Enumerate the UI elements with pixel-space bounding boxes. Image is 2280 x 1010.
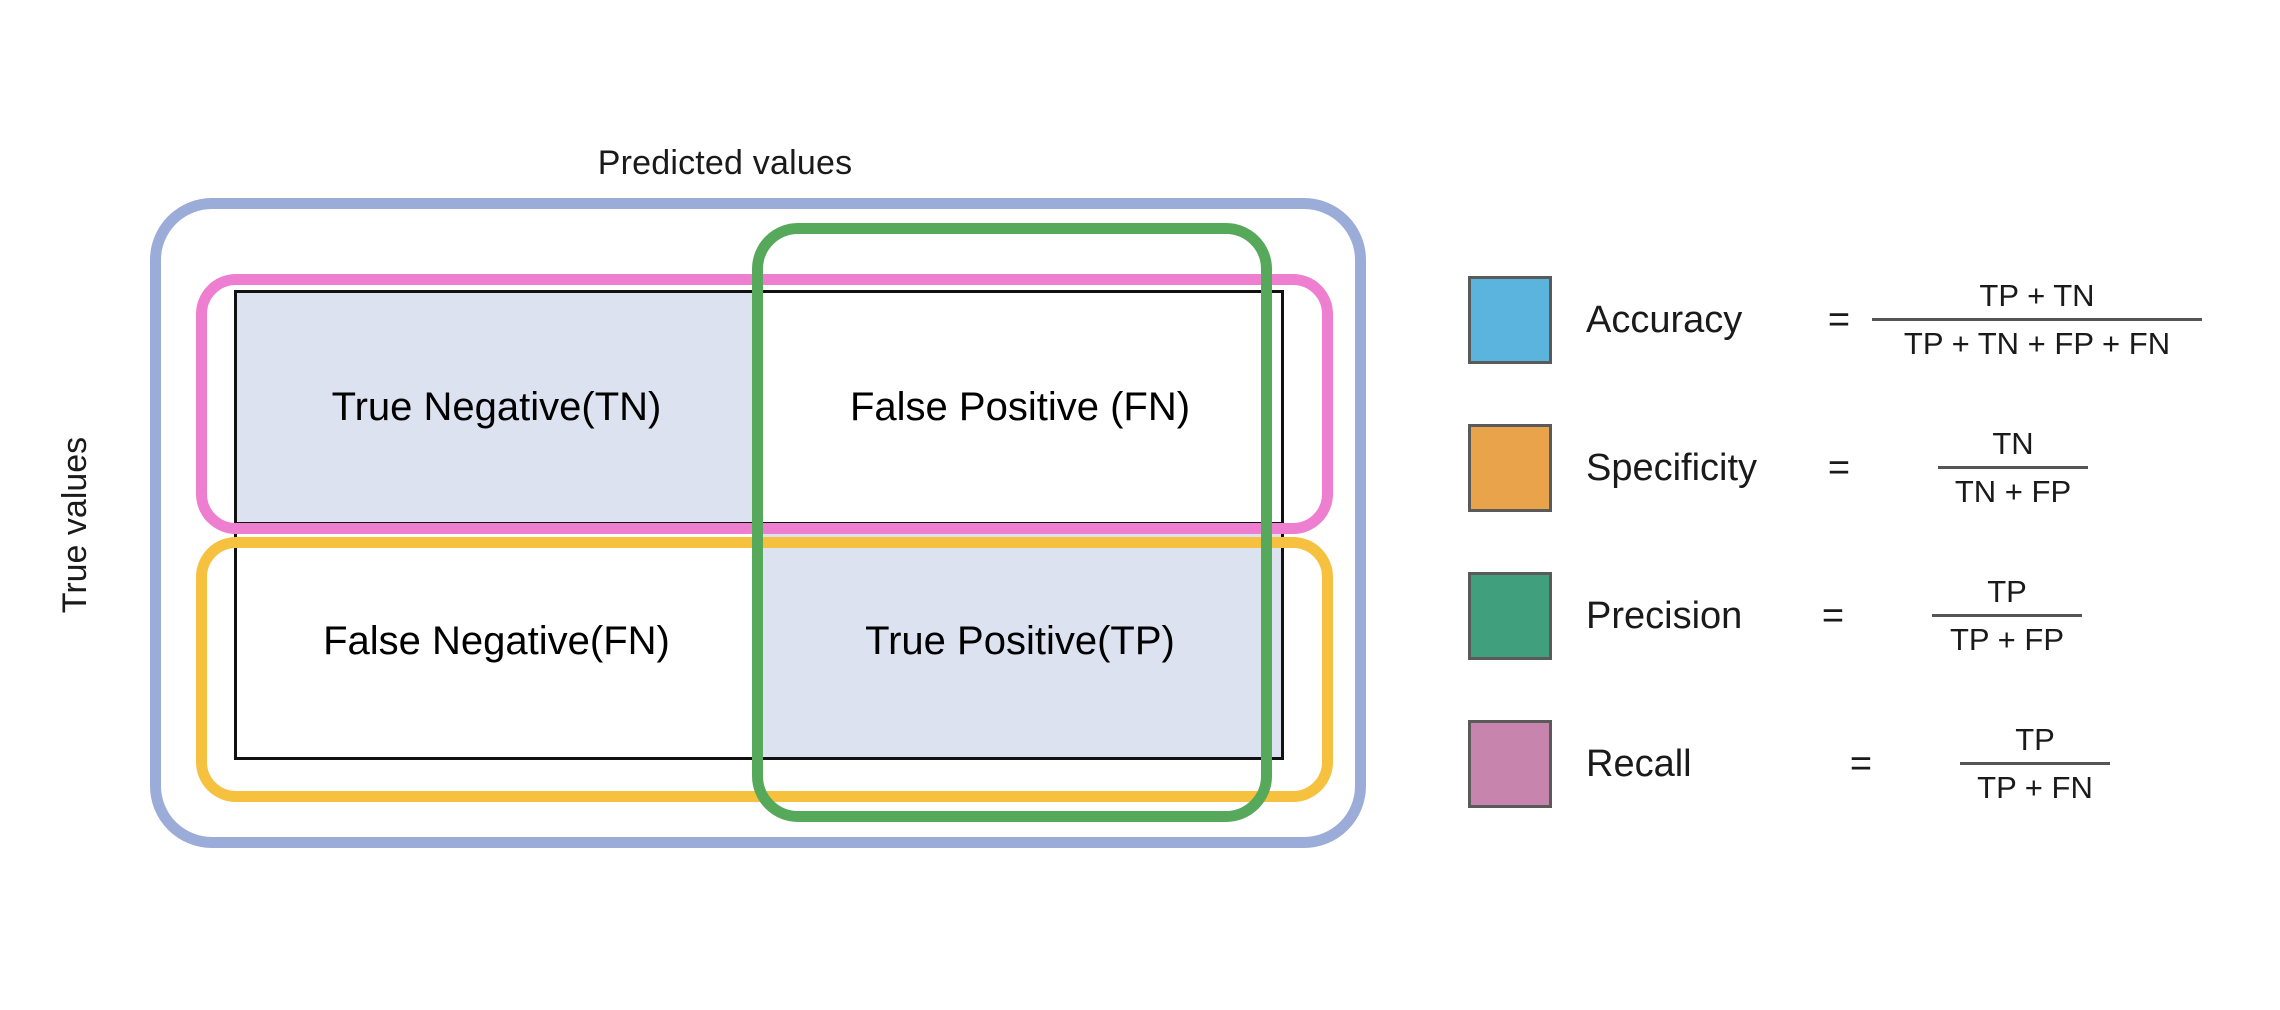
matrix-cell-true-negative: True Negative(TN) bbox=[237, 293, 759, 525]
fraction-bar bbox=[1932, 614, 2082, 617]
equals-sign: = bbox=[1827, 298, 1851, 341]
legend-item-precision: Precision = TP TP + FP bbox=[1468, 542, 2258, 690]
formula-numerator: TP bbox=[2015, 722, 2055, 757]
formula-numerator: TP + TN bbox=[1979, 278, 2095, 313]
legend-item-recall: Recall = TP TP + FN bbox=[1468, 690, 2258, 838]
equals-sign: = bbox=[1821, 594, 1845, 637]
confusion-matrix-table: True Negative(TN) False Positive (FN) Fa… bbox=[234, 290, 1284, 760]
equals-sign: = bbox=[1827, 446, 1851, 489]
matrix-cell-false-negative: False Negative(FN) bbox=[237, 525, 759, 757]
precision-formula: TP TP + FP bbox=[1932, 572, 2082, 660]
matrix-cell-label: True Positive(TP) bbox=[865, 618, 1175, 663]
matrix-cell-label: True Negative(TN) bbox=[331, 385, 662, 429]
precision-color-swatch bbox=[1468, 572, 1552, 660]
fraction-bar bbox=[1872, 318, 2202, 321]
matrix-cell-true-positive: True Positive(TP) bbox=[759, 525, 1281, 757]
precision-label: Precision bbox=[1586, 594, 1743, 637]
recall-color-swatch bbox=[1468, 720, 1552, 808]
formula-denominator: TP + TN + FP + FN bbox=[1903, 326, 2171, 361]
specificity-label: Specificity bbox=[1586, 446, 1758, 489]
predicted-values-axis-label: Predicted values bbox=[597, 144, 853, 182]
fraction-bar bbox=[1938, 466, 2088, 469]
true-values-axis-label: True values bbox=[56, 436, 94, 614]
specificity-color-swatch bbox=[1468, 424, 1552, 512]
formula-denominator: TN + FP bbox=[1954, 474, 2072, 509]
matrix-cell-label: False Positive (FN) bbox=[849, 385, 1191, 429]
matrix-cell-label: False Negative(FN) bbox=[323, 618, 670, 663]
legend-item-accuracy: Accuracy = TP + TN TP + TN + FP + FN bbox=[1468, 246, 2258, 394]
recall-formula: TP TP + FN bbox=[1960, 720, 2110, 808]
formula-numerator: TN bbox=[1992, 426, 2034, 461]
accuracy-formula: TP + TN TP + TN + FP + FN bbox=[1872, 276, 2202, 364]
legend-item-specificity: Specificity = TN TN + FP bbox=[1468, 394, 2258, 542]
formula-numerator: TP bbox=[1987, 574, 2027, 609]
recall-label: Recall bbox=[1586, 742, 1692, 785]
formula-denominator: TP + FP bbox=[1950, 622, 2064, 657]
formula-denominator: TP + FN bbox=[1977, 770, 2093, 805]
equals-sign: = bbox=[1849, 742, 1873, 785]
specificity-formula: TN TN + FP bbox=[1938, 424, 2088, 512]
accuracy-label: Accuracy bbox=[1586, 298, 1743, 341]
metrics-legend: Accuracy = TP + TN TP + TN + FP + FN Spe… bbox=[1468, 246, 2258, 838]
accuracy-color-swatch bbox=[1468, 276, 1552, 364]
matrix-cell-false-positive: False Positive (FN) bbox=[759, 293, 1281, 525]
fraction-bar bbox=[1960, 762, 2110, 765]
